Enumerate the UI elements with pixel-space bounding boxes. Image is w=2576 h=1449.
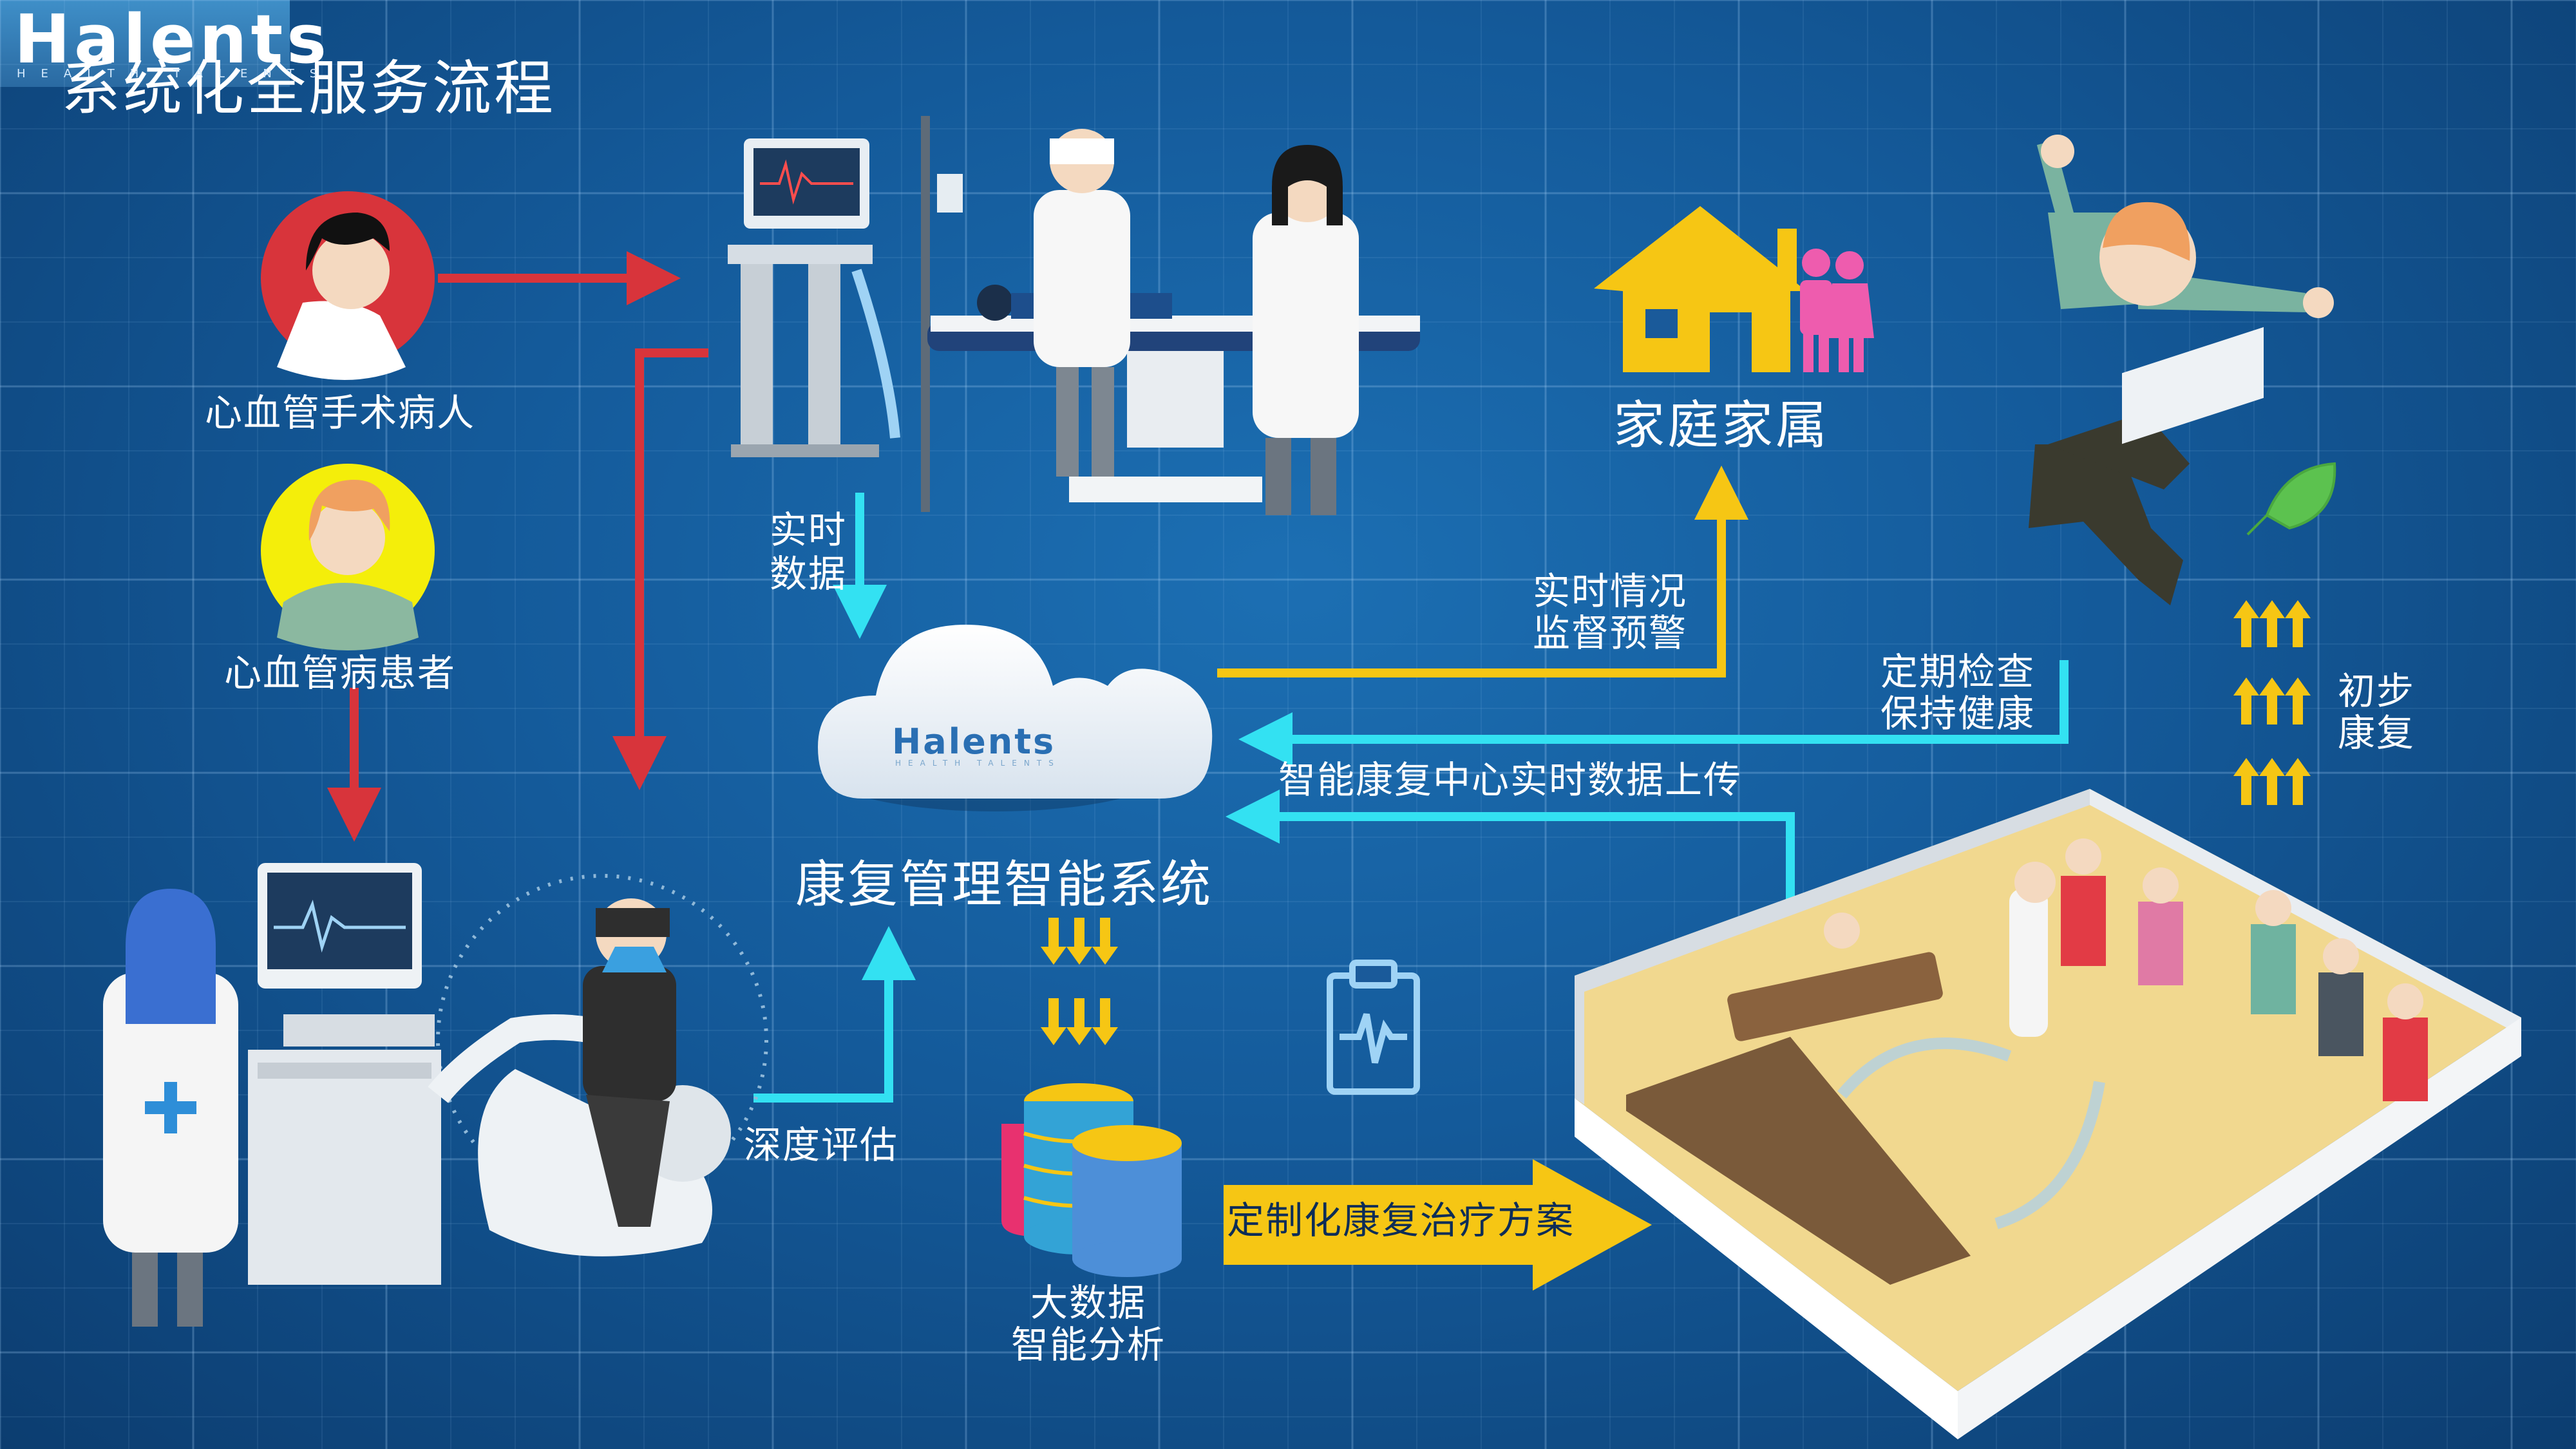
label-realtime-monitor-1: 实时情况 [1533,569,1688,613]
arrow-deep-eval [753,926,916,1103]
clipboard-ecg-icon [1327,960,1420,1095]
label-realtime-data-1: 实时 [770,508,848,552]
logo-subtitle: HEALTH TALENTS [17,67,333,80]
rehab-center-illustration [1575,327,2521,1439]
down-arrows [1041,918,1118,1045]
custom-plan-arrow [1224,1159,1652,1291]
database-icon [1001,1083,1182,1277]
label-regular-check-2: 保持健康 [1880,692,2036,735]
house-icon [1594,206,1806,372]
label-custom-plan: 定制化康复治疗方案 [1227,1198,1575,1242]
family-icon [1800,249,1874,372]
label-deep-eval: 深度评估 [744,1123,899,1167]
label-bigdata-2: 智能分析 [1011,1323,1166,1367]
arrow-regular-check [1238,660,2069,766]
label-realtime-data-2: 数据 [770,552,848,596]
label-upload: 智能康复中心实时数据上传 [1278,758,1743,802]
arrow-upload [1226,790,1795,908]
page-title: 系统化全服务流程 [61,54,556,123]
arrow-monitor-family [1217,466,1748,677]
label-system: 康复管理智能系统 [795,856,1213,914]
label-cardio-patient: 心血管病患者 [224,651,457,695]
cloud-logo-subtitle: HEALTH TALENTS [895,759,1061,768]
cloud-logo-word: Halents [892,721,1056,762]
brand-logo: Halents HEALTH TALENTS [0,0,327,87]
label-initial-recovery-1: 初步 [2338,669,2416,713]
leaf-icon [2246,462,2336,536]
logo-word: Halents [14,0,331,79]
label-realtime-monitor-2: 监督预警 [1533,611,1688,655]
patient-avatar-male [261,191,435,380]
arrow-surgery-to-assessment [612,348,708,790]
operating-room-illustration [728,116,1420,515]
label-regular-check-1: 定期检查 [1880,650,2036,694]
label-cardio-surgery-patient: 心血管手术病人 [205,391,476,435]
label-family: 家庭家属 [1613,395,1830,455]
up-arrows [2233,600,2311,805]
label-bigdata-1: 大数据 [1030,1281,1147,1325]
label-initial-recovery-2: 康复 [2338,711,2416,755]
jumping-man-illustration [2029,135,2334,605]
assessment-scene-illustration [103,863,768,1327]
cloud-icon [818,625,1213,811]
patient-avatar-female [261,464,435,650]
